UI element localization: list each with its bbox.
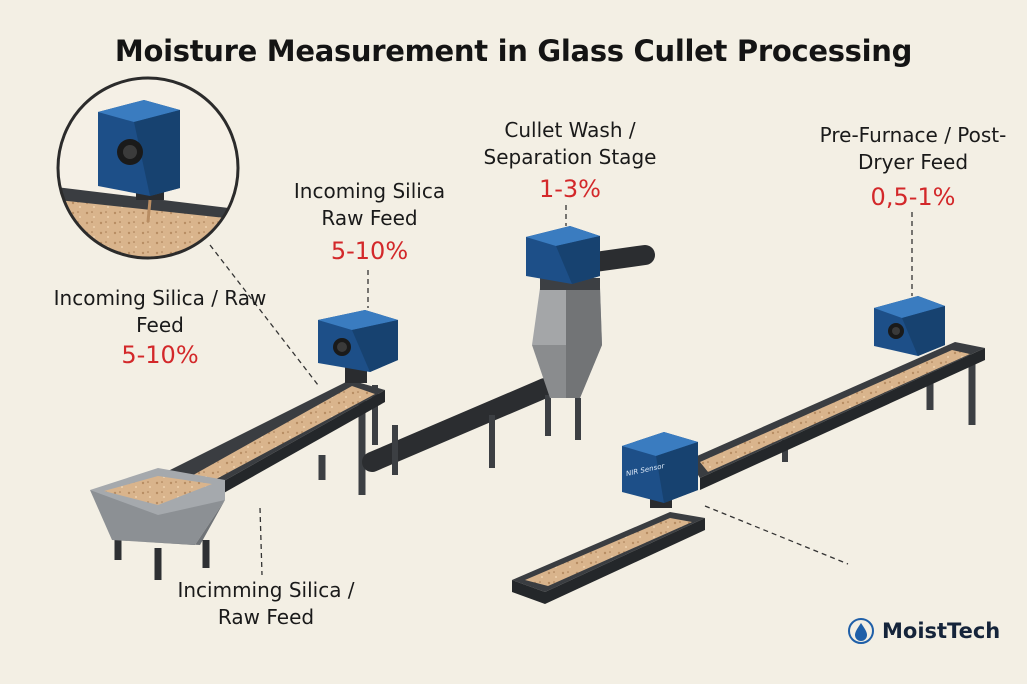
brand-logo: MoistTech xyxy=(848,618,1000,644)
wash-sensor xyxy=(526,226,600,284)
magnified-inset xyxy=(56,76,240,260)
cyclone xyxy=(532,278,602,440)
raw-feed-sensor xyxy=(318,310,398,383)
raw-feed-stage-label: Incoming Silica Raw Feed xyxy=(293,179,446,230)
inclined-conveyor xyxy=(150,380,385,512)
hopper xyxy=(90,468,225,580)
hopper-stage-label: Incimming Silica / Raw Feed xyxy=(177,578,355,629)
pipe xyxy=(362,245,655,475)
leader-lines xyxy=(209,205,913,576)
long-conveyor xyxy=(688,342,985,490)
nir-sensor xyxy=(622,432,698,508)
inset-stage-moisture: 5-10% xyxy=(121,341,199,369)
moisttech-drop-logo-icon xyxy=(848,618,874,644)
wash-stage-moisture: 1-3% xyxy=(538,175,601,203)
furnace-sensor xyxy=(874,296,945,356)
brand-name: MoistTech xyxy=(882,619,1001,643)
raw-feed-stage-moisture: 5-10% xyxy=(330,237,409,265)
short-conveyor xyxy=(512,512,705,604)
furnace-stage-label: Pre-Furnace / Post-Dryer Feed xyxy=(819,123,1007,174)
inset-stage-label: Incoming Silica / Raw Feed xyxy=(53,286,267,337)
wash-stage-label: Cullet Wash / Separation Stage xyxy=(483,118,657,169)
furnace-stage-moisture: 0,5-1% xyxy=(870,183,956,211)
page-title: Moisture Measurement in Glass Cullet Pro… xyxy=(114,34,913,68)
